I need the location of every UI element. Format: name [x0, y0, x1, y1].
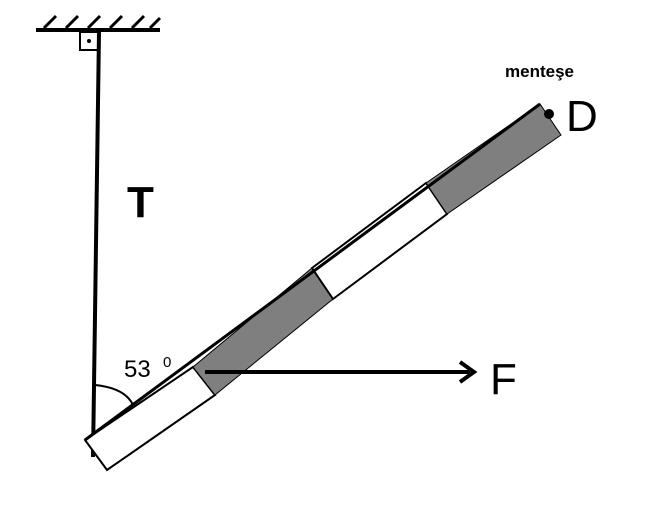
angle-unit-label: 0	[163, 354, 171, 371]
rod	[83, 102, 562, 472]
ceiling-icon	[36, 14, 162, 32]
hinge-point	[544, 109, 554, 119]
point-label: D	[566, 92, 598, 141]
rod-segment-3	[310, 181, 449, 301]
force-arrow-icon	[205, 360, 478, 384]
rope	[91, 31, 101, 458]
hinge-label: menteşe	[505, 62, 574, 81]
rod-segment-4	[425, 103, 562, 215]
pin-box-icon	[79, 31, 100, 51]
tension-label: T	[127, 178, 154, 227]
force-label: F	[490, 355, 517, 404]
angle-arc	[94, 384, 134, 406]
rod-segment-2	[192, 267, 334, 396]
angle-label: 53	[124, 356, 151, 383]
